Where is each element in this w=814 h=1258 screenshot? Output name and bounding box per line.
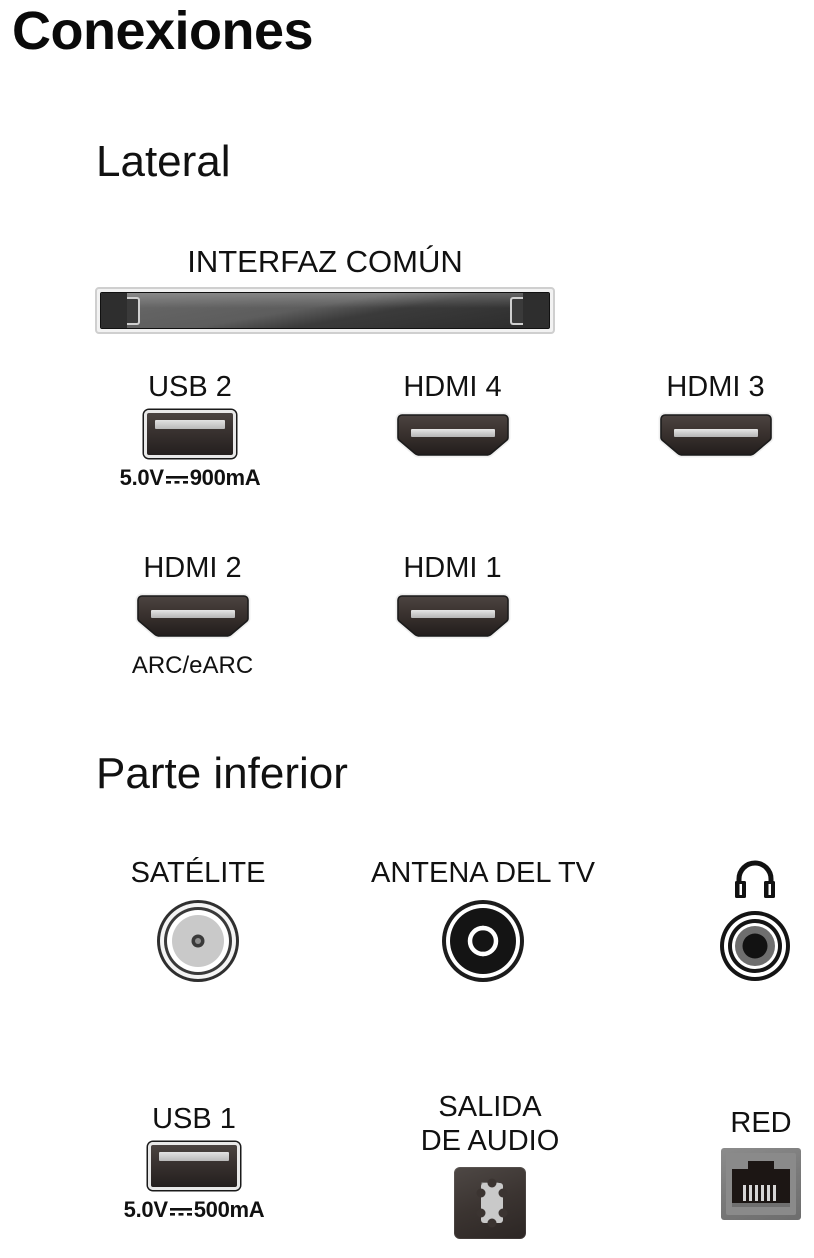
usb-port-icon [144,410,236,459]
dc-symbol-icon [169,1208,192,1217]
port-headphone [700,856,810,987]
port-label-hdmi-3: HDMI 3 [666,371,765,403]
usb-2-rating-voltage: 5.0V [119,465,164,491]
port-usb-2: USB 2 5.0V 900mA [120,371,261,491]
hdmi-port-icon [134,591,252,643]
port-satellite: SATÉLITE [118,858,278,989]
port-label-audio-out-line1: SALIDA [438,1091,542,1123]
hdmi-port-icon [394,591,512,643]
port-label-usb-1: USB 1 [152,1103,236,1135]
usb-1-rating-current: 500mA [193,1197,265,1223]
dc-symbol-icon [165,476,188,485]
port-network: RED [708,1107,814,1221]
port-label-usb-2: USB 2 [148,371,232,403]
port-hdmi-1: HDMI 1 [385,553,520,643]
hdmi-port-icon [657,410,775,462]
section-title-lateral: Lateral [96,137,231,186]
ethernet-rj45-icon [721,1148,801,1221]
port-hdmi-2: HDMI 2 ARC/eARC [120,553,265,680]
port-label-hdmi-1: HDMI 1 [403,552,502,584]
usb-1-rating-voltage: 5.0V [123,1197,168,1223]
headphone-icon [728,856,782,900]
headphone-jack-icon [719,910,791,987]
hdmi-port-icon [394,410,512,462]
port-hdmi-4: HDMI 4 [385,372,520,462]
port-hdmi-3: HDMI 3 [648,372,783,462]
optical-audio-out-icon [454,1166,526,1239]
port-label-common-interface: INTERFAZ COMÚN [187,244,463,279]
usb-port-icon [148,1142,240,1191]
port-label-network: RED [730,1107,792,1139]
port-label-audio-out-line2: DE AUDIO [420,1125,560,1158]
port-rating-usb-2: 5.0V 900mA [120,466,261,490]
tv-antenna-coax-connector-icon [440,898,526,989]
port-label-satellite: SATÉLITE [130,857,266,889]
port-usb-1: USB 1 5.0V 500mA [124,1103,265,1223]
usb-2-rating-current: 900mA [189,465,261,491]
page-title: Conexiones [12,1,314,61]
port-label-hdmi-2: HDMI 2 [143,552,242,584]
port-common-interface: INTERFAZ COMÚN [0,244,650,279]
port-audio-out: SALIDA DE AUDIO [390,1092,590,1239]
common-interface-slot-icon [95,287,555,334]
section-title-bottom: Parte inferior [96,749,348,798]
port-tv-antenna: ANTENA DEL TV [348,858,618,989]
port-label-hdmi-4: HDMI 4 [403,371,502,403]
port-rating-hdmi-2: ARC/eARC [131,652,254,680]
port-label-tv-antenna: ANTENA DEL TV [370,857,595,889]
port-rating-usb-1: 5.0V 500mA [124,1198,265,1222]
satellite-f-connector-icon [155,898,241,989]
